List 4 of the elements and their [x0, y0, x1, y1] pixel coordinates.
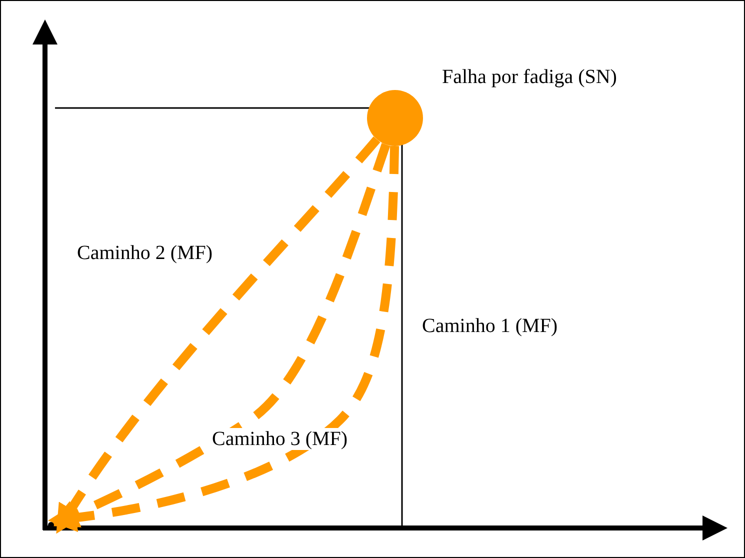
edge-label: Caminho 1 (MF): [420, 315, 560, 337]
edge-label: Caminho 3 (MF): [210, 428, 350, 450]
point-label: Falha por fadiga (SN): [442, 66, 617, 88]
edge-label: Caminho 2 (MF): [75, 242, 215, 264]
